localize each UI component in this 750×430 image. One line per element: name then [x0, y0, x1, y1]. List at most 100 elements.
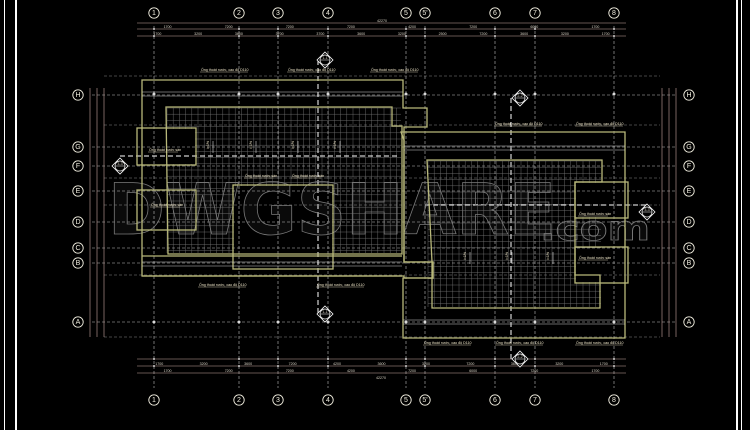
- svg-text:G: G: [686, 144, 691, 151]
- axis-bubble-7: 7: [529, 7, 541, 19]
- svg-text:5: 5: [404, 397, 408, 404]
- svg-text:3: 3: [276, 10, 280, 17]
- axis-bubble-1: 1: [148, 394, 160, 406]
- svg-text:7200: 7200: [466, 362, 474, 366]
- axis-bubble-E: E: [72, 185, 84, 197]
- svg-text:1700: 1700: [164, 25, 172, 29]
- svg-text:1700: 1700: [602, 32, 610, 36]
- axis-bubble-8: 8: [608, 394, 620, 406]
- svg-text:7200: 7200: [286, 25, 294, 29]
- svg-text:i=1%: i=1%: [463, 251, 467, 260]
- svg-text:6: 6: [493, 10, 497, 17]
- axis-bubble-6: 6: [489, 7, 501, 19]
- svg-text:3600: 3600: [520, 32, 528, 36]
- svg-text:3700: 3700: [316, 32, 324, 36]
- axis-bubble-3: 3: [272, 394, 284, 406]
- axis-bubble-A: A: [683, 316, 695, 328]
- svg-text:Ống thoát nước, cao độ D110: Ống thoát nước, cao độ D110: [424, 340, 471, 345]
- svg-text:H: H: [686, 92, 691, 99]
- axis-bubble-2: 2: [233, 7, 245, 19]
- svg-text:i=1%: i=1%: [206, 140, 210, 149]
- svg-text:7200: 7200: [469, 25, 477, 29]
- svg-text:A: A: [76, 319, 81, 326]
- svg-text:Ống thoát nước sàn: Ống thoát nước sàn: [151, 202, 183, 207]
- svg-text:Ống thoát nước sàn: Ống thoát nước sàn: [579, 211, 611, 216]
- svg-text:Ống thoát nước, cao độ D110: Ống thoát nước, cao độ D110: [317, 282, 364, 287]
- svg-text:H: H: [75, 92, 80, 99]
- svg-text:3200: 3200: [555, 362, 563, 366]
- svg-text:G: G: [75, 144, 80, 151]
- section-marker-3-3: 3-3: [638, 203, 656, 221]
- building-outlines: [136, 79, 629, 339]
- axis-bubble-E: E: [683, 185, 695, 197]
- grid-axes: [92, 26, 676, 388]
- svg-text:7200: 7200: [225, 25, 233, 29]
- axis-bubble-C: C: [72, 242, 84, 254]
- svg-text:B: B: [76, 260, 81, 267]
- svg-text:3600: 3600: [511, 362, 519, 366]
- svg-text:1700: 1700: [155, 362, 163, 366]
- svg-text:7200: 7200: [347, 25, 355, 29]
- svg-text:3600: 3600: [378, 362, 386, 366]
- svg-text:2-2: 2-2: [517, 355, 522, 359]
- axis-bubble-A: A: [72, 316, 84, 328]
- svg-text:2: 2: [237, 10, 241, 17]
- axis-bubble-6: 6: [489, 394, 501, 406]
- svg-text:4200: 4200: [347, 369, 355, 373]
- beam-lines: [142, 91, 625, 325]
- svg-text:6000: 6000: [530, 25, 538, 29]
- svg-text:5: 5: [404, 10, 408, 17]
- svg-text:i=1%: i=1%: [546, 251, 550, 260]
- svg-text:i=1%: i=1%: [249, 140, 253, 149]
- svg-text:A: A: [687, 319, 692, 326]
- svg-text:Ống thoát nước sàn: Ống thoát nước sàn: [292, 173, 324, 178]
- svg-text:1-1: 1-1: [322, 310, 327, 314]
- svg-text:Ống thoát nước, cao độ D110: Ống thoát nước, cao độ D110: [371, 67, 418, 72]
- svg-text:4: 4: [326, 10, 330, 17]
- svg-text:2: 2: [237, 397, 241, 404]
- svg-text:7200: 7200: [408, 369, 416, 373]
- svg-text:3200: 3200: [200, 362, 208, 366]
- section-markers: 1-1 1-1 2-2 2-2 3-3 3-3: [111, 51, 656, 368]
- svg-text:Ống thoát nước, cao độ D110: Ống thoát nước, cao độ D110: [288, 67, 335, 72]
- section-marker-3-3: 3-3: [111, 157, 129, 175]
- axis-bubble-5': 5': [419, 394, 431, 406]
- floor-tile-grid: [138, 107, 627, 307]
- svg-text:F: F: [76, 163, 80, 170]
- svg-text:7200: 7200: [286, 369, 294, 373]
- axis-bubble-B: B: [683, 257, 695, 269]
- svg-text:i=1%: i=1%: [505, 251, 509, 260]
- svg-text:8: 8: [612, 397, 616, 404]
- right-wing-outline: [400, 131, 626, 339]
- room-box-upper-right: [574, 181, 629, 219]
- svg-text:3200: 3200: [194, 32, 202, 36]
- axis-bubble-5': 5': [419, 7, 431, 19]
- svg-text:C: C: [686, 245, 691, 252]
- svg-text:1700: 1700: [153, 32, 161, 36]
- svg-text:7200: 7200: [530, 369, 538, 373]
- svg-text:3-3: 3-3: [117, 162, 122, 166]
- section-marker-2-2: 2-2: [511, 350, 529, 368]
- svg-text:Ống thoát nước sàn: Ống thoát nước sàn: [149, 147, 181, 152]
- watermark: DWGSHARE .com: [108, 169, 651, 252]
- svg-text:8: 8: [612, 10, 616, 17]
- svg-text:6000: 6000: [469, 369, 477, 373]
- section-marker-2-2: 2-2: [511, 89, 529, 107]
- axis-bubble-1: 1: [148, 7, 160, 19]
- svg-text:3600: 3600: [244, 362, 252, 366]
- svg-text:5': 5': [422, 10, 427, 17]
- axis-bubble-7: 7: [529, 394, 541, 406]
- axis-bubble-4: 4: [322, 7, 334, 19]
- svg-text:1-1: 1-1: [322, 56, 327, 60]
- axis-bubble-C: C: [683, 242, 695, 254]
- svg-text:2-2: 2-2: [517, 94, 522, 98]
- axis-bubble-H: H: [683, 89, 695, 101]
- room-box-upper-left: [136, 127, 197, 166]
- right-wing-inner: [426, 159, 603, 309]
- room-box-lower-left: [136, 189, 197, 231]
- svg-text:7200: 7200: [289, 362, 297, 366]
